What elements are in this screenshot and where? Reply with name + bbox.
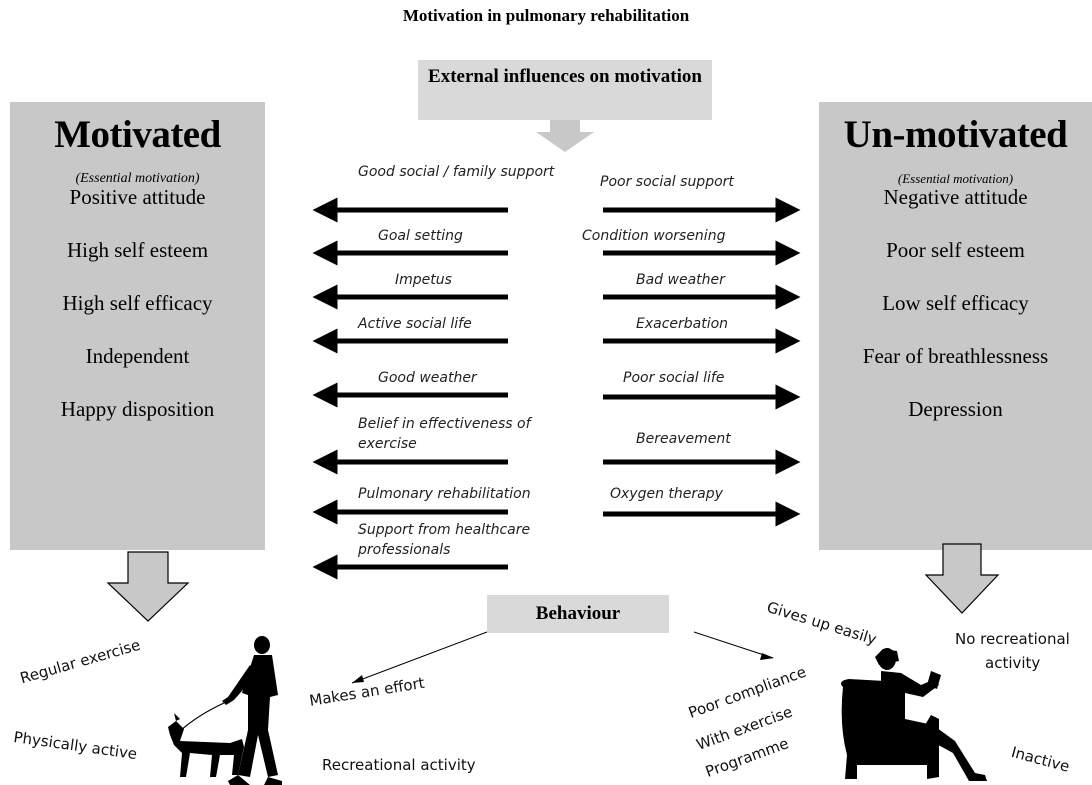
behaviour-right-arrow	[693, 631, 774, 659]
left-influence-label: Support from healthcare professionals	[358, 522, 531, 558]
unmotivated-item: Depression	[908, 397, 1003, 421]
right-influence-label: Poor social support	[600, 174, 734, 190]
unmotivated-item: Poor self esteem	[886, 238, 1025, 262]
motivated-item: Happy disposition	[60, 397, 215, 421]
right-influence-label: Poor social life	[623, 370, 725, 386]
behaviour-box: Behaviour	[487, 595, 669, 633]
right-influence-label: Oxygen therapy	[610, 486, 723, 502]
unmotivated-down-arrow-icon	[924, 543, 1000, 614]
unmotivated-subtitle: (Essential motivation)	[897, 171, 1014, 186]
left-influence-label: Active social life	[358, 316, 472, 332]
man-in-armchair-icon	[841, 648, 987, 781]
left-influence-label: Good weather	[378, 370, 477, 386]
left-influence-label: Goal setting	[378, 228, 463, 244]
motivated-item: High self esteem	[66, 238, 209, 262]
motivated-item: High self efficacy	[62, 291, 213, 315]
no-recreational-text: No recreational	[955, 630, 1070, 648]
no-recreational-text: activity	[985, 654, 1041, 672]
down-arrow-icon	[536, 120, 594, 152]
unmotivated-item: Fear of breathlessness	[862, 344, 1049, 368]
motivated-title: Motivated	[54, 113, 221, 156]
behaviour-left-arrow	[351, 631, 488, 684]
left-influence-label: Good social / family support	[358, 164, 555, 180]
right-influence-label: Bad weather	[636, 272, 725, 288]
left-influence-label: Pulmonary rehabilitation	[358, 486, 531, 502]
right-influence-label: Bereavement	[636, 431, 731, 447]
left-influence-label: Impetus	[395, 272, 452, 288]
motivated-item: Independent	[85, 344, 190, 368]
diagram-title: Motivation in pulmonary rehabilitation	[402, 6, 690, 25]
unmotivated-item: Negative attitude	[883, 185, 1028, 209]
man-walking-dog-icon	[168, 636, 282, 785]
unmotivated-item: Low self efficacy	[882, 291, 1029, 315]
external-influences-box: External influences on motivation	[418, 60, 712, 120]
motivated-item: Positive attitude	[69, 185, 206, 209]
left-influence-label: Belief in effectiveness of exercise	[358, 416, 531, 452]
right-influence-label: Condition worsening	[582, 228, 726, 244]
right-influence-label: Exacerbation	[636, 316, 729, 332]
motivated-subtitle: (Essential motivation)	[75, 171, 200, 186]
motivated-down-arrow-icon	[106, 551, 190, 622]
recreational-activity-text: Recreational activity	[322, 756, 476, 774]
unmotivated-panel: Un-motivated (Essential motivation) Nega…	[819, 102, 1092, 550]
unmotivated-title: Un-motivated	[843, 113, 1068, 156]
motivated-panel: Motivated (Essential motivation) Positiv…	[10, 102, 265, 550]
